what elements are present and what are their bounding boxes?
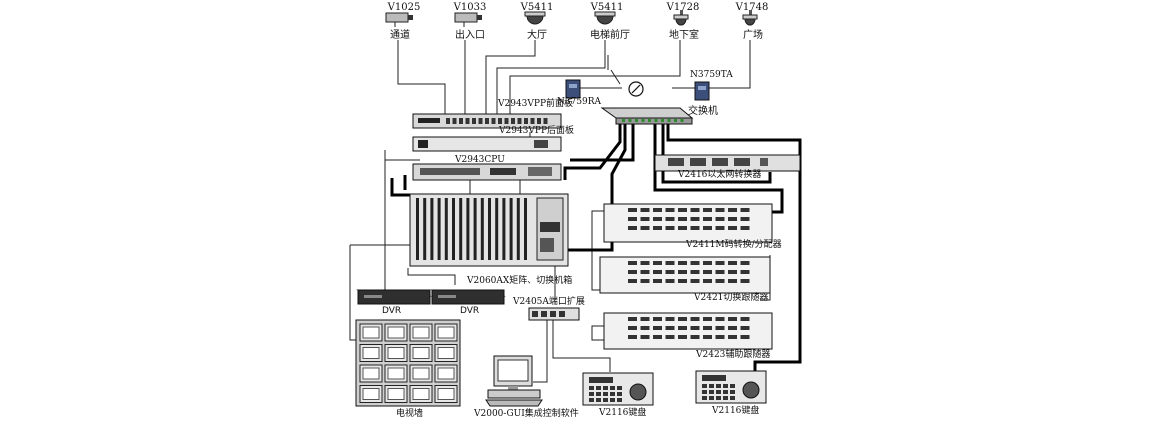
dvr-2	[430, 289, 506, 305]
camera-ptz-icon	[742, 10, 758, 26]
camera-dome-icon	[594, 11, 616, 25]
camera-box-icon	[454, 12, 482, 27]
control-pc	[485, 355, 543, 407]
dvr-1-label: DVR	[382, 306, 402, 316]
tv-wall-label: 电视墙	[396, 409, 424, 419]
fiber-rx-label: N3759RA	[557, 97, 602, 107]
switch-follower-label: V2421切换跟随器	[694, 293, 769, 303]
patch-panel-back	[412, 136, 562, 152]
camera-location: 广场	[743, 30, 763, 41]
camera-box-icon	[385, 12, 413, 27]
patch-panel-front	[412, 113, 562, 129]
network-switch	[600, 107, 694, 125]
camera-location: 通道	[390, 30, 410, 41]
fiber-link-icon	[628, 81, 644, 97]
camera-location: 大厅	[527, 30, 547, 41]
software-label: V2000-GUI集成控制软件	[474, 409, 579, 419]
camera-location: 出入口	[455, 30, 485, 41]
ethernet-converter-label: V2416以太网转换器	[678, 170, 762, 180]
camera-model: V1748	[735, 2, 769, 13]
camera-location: 地下室	[669, 30, 699, 41]
cpu-unit	[412, 163, 562, 181]
fiber-tx-label: N3759TA	[690, 70, 733, 80]
keyboard-2	[695, 370, 767, 404]
code-distributor-label: V2411M码转换/分配器	[686, 240, 782, 250]
fiber-transceiver-tx	[694, 81, 710, 101]
dvr-2-label: DVR	[460, 306, 480, 316]
patch-back-label: V2943VPP后面板	[499, 126, 575, 136]
fiber-transceiver-rx	[565, 79, 581, 99]
keyboard-1-label: V2116键盘	[599, 408, 647, 418]
preset-follower-label: V2423辅助跟随器	[696, 350, 771, 360]
preset-follower	[603, 312, 773, 350]
camera-model: V1025	[387, 2, 421, 13]
matrix-label: V2060AX矩阵、切换机箱	[467, 276, 573, 286]
ethernet-converter	[654, 154, 801, 172]
matrix-chassis	[409, 193, 569, 267]
keyboard-1	[582, 372, 654, 406]
camera-model: V1728	[666, 2, 700, 13]
camera-model: V5411	[590, 2, 624, 13]
cpu-label: V2943CPU	[455, 155, 505, 165]
tv-wall	[355, 319, 461, 407]
code-distributor	[603, 203, 773, 243]
camera-dome-icon	[524, 11, 546, 25]
switch-follower	[599, 256, 771, 294]
dvr-1	[356, 289, 432, 305]
switch-label: 交换机	[688, 106, 718, 117]
camera-location: 电梯前厅	[590, 30, 630, 41]
patch-front-label: V2943VPP前面板	[498, 99, 574, 109]
camera-model: V1033	[453, 2, 487, 13]
keyboard-2-label: V2116键盘	[712, 406, 760, 416]
control-cables	[390, 118, 802, 372]
port-expander-label: V2405A端口扩展	[513, 297, 585, 307]
camera-ptz-icon	[673, 10, 689, 26]
camera-model: V5411	[520, 2, 554, 13]
port-expander	[528, 307, 580, 321]
